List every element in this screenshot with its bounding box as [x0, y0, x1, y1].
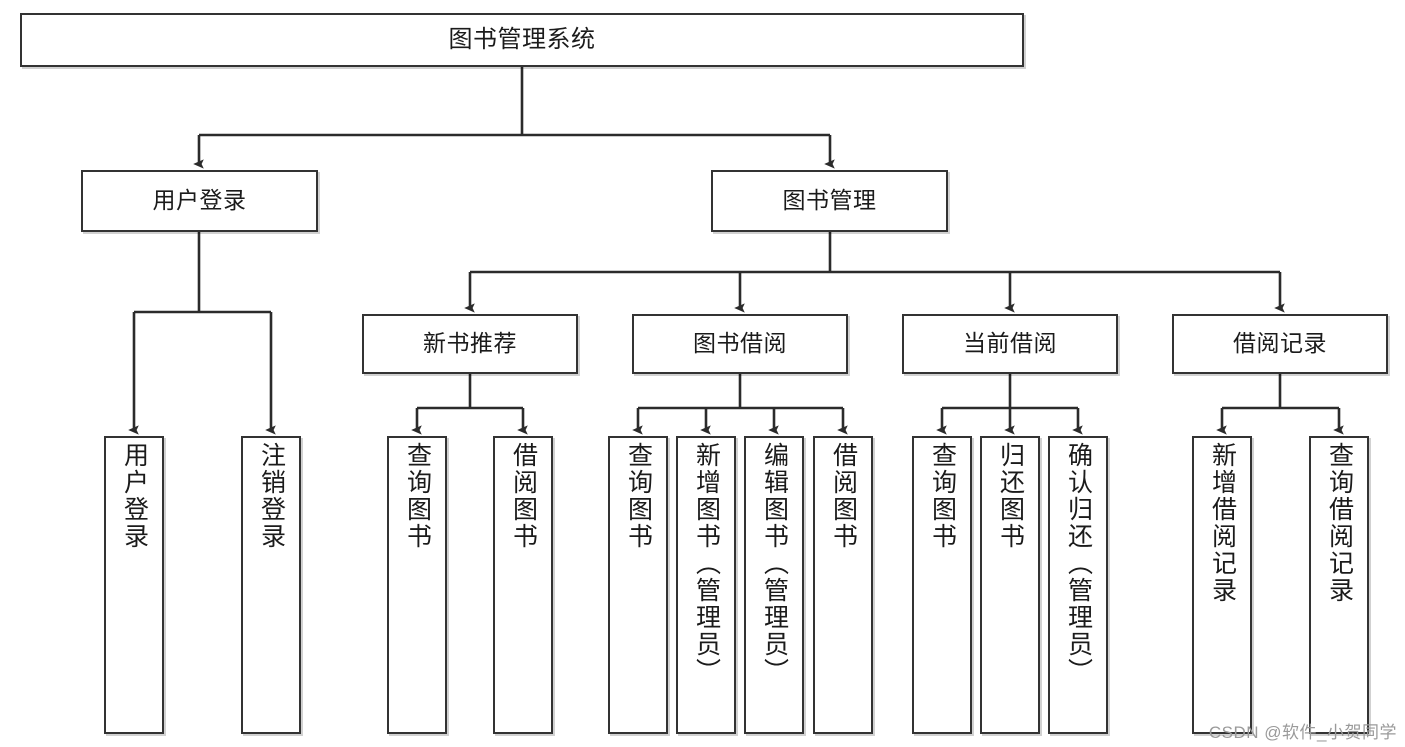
node-root-book-management-system[interactable]: 图书管理系统 — [20, 13, 1024, 67]
node-current-borrow[interactable]: 当前借阅 — [902, 314, 1118, 374]
node-leaf-query-book-recommend[interactable]: 查询图书 — [387, 436, 447, 734]
node-label: 用户登录 — [152, 187, 247, 214]
node-leaf-confirm-return-admin[interactable]: 确认归还（管理员） — [1048, 436, 1108, 734]
node-leaf-borrow-book[interactable]: 借阅图书 — [813, 436, 873, 734]
node-leaf-add-borrow-record[interactable]: 新增借阅记录 — [1192, 436, 1252, 734]
node-label: 注销登录 — [257, 442, 286, 550]
node-label: 查询图书 — [928, 442, 957, 550]
node-label: 编辑图书（管理员） — [760, 442, 789, 685]
node-label: 确认归还（管理员） — [1064, 442, 1093, 685]
node-leaf-user-login[interactable]: 用户登录 — [104, 436, 164, 734]
node-label: 查询图书 — [624, 442, 653, 550]
node-label: 图书管理 — [782, 187, 877, 214]
node-label: 查询借阅记录 — [1325, 442, 1354, 604]
node-label: 借阅记录 — [1233, 330, 1327, 357]
node-label: 当前借阅 — [963, 330, 1057, 357]
node-label: 查询图书 — [403, 442, 432, 550]
node-label: 新增图书（管理员） — [692, 442, 721, 685]
node-leaf-query-book-borrow[interactable]: 查询图书 — [608, 436, 668, 734]
node-book-borrow[interactable]: 图书借阅 — [632, 314, 848, 374]
node-new-book-recommend[interactable]: 新书推荐 — [362, 314, 578, 374]
node-leaf-add-book-admin[interactable]: 新增图书（管理员） — [676, 436, 736, 734]
node-leaf-return-book[interactable]: 归还图书 — [980, 436, 1040, 734]
node-label: 用户登录 — [120, 442, 149, 550]
node-label: 借阅图书 — [509, 442, 538, 550]
node-label: 图书管理系统 — [448, 25, 596, 53]
node-leaf-logout-login[interactable]: 注销登录 — [241, 436, 301, 734]
node-label: 图书借阅 — [693, 330, 787, 357]
node-leaf-query-book-current[interactable]: 查询图书 — [912, 436, 972, 734]
node-borrow-record[interactable]: 借阅记录 — [1172, 314, 1388, 374]
node-label: 借阅图书 — [829, 442, 858, 550]
node-leaf-edit-book-admin[interactable]: 编辑图书（管理员） — [744, 436, 804, 734]
node-leaf-borrow-book-recommend[interactable]: 借阅图书 — [493, 436, 553, 734]
node-user-login[interactable]: 用户登录 — [81, 170, 318, 232]
node-label: 新增借阅记录 — [1208, 442, 1237, 604]
csdn-watermark: CSDN @软件_小贺同学 — [1208, 723, 1397, 742]
node-label: 归还图书 — [996, 442, 1025, 550]
node-label: 新书推荐 — [423, 330, 517, 357]
node-book-management[interactable]: 图书管理 — [711, 170, 948, 232]
node-leaf-query-borrow-record[interactable]: 查询借阅记录 — [1309, 436, 1369, 734]
